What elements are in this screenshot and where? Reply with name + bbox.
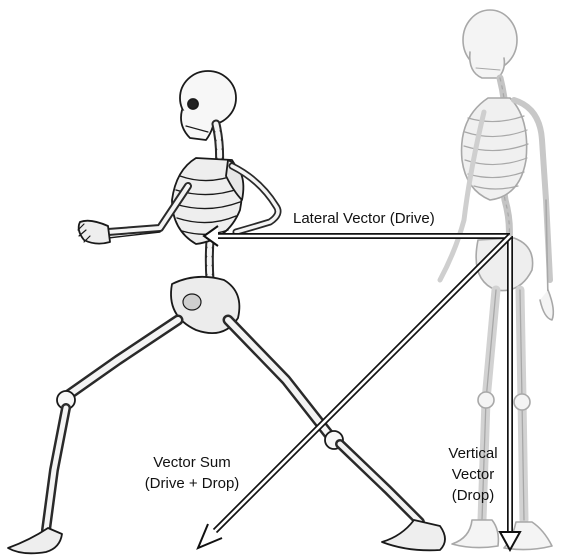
vertical-vector-label-line: Vector	[438, 464, 508, 485]
vertical-vector-label-line: (Drop)	[438, 485, 508, 506]
vector-sum-label: Vector Sum (Drive + Drop)	[122, 452, 262, 494]
vertical-vector-label: Vertical Vector (Drop)	[438, 443, 508, 506]
vector-sum-label-line: (Drive + Drop)	[122, 473, 262, 494]
vertical-vector-label-line: Vertical	[438, 443, 508, 464]
vector-sum-label-line: Vector Sum	[122, 452, 262, 473]
lateral-vector-label: Lateral Vector (Drive)	[293, 208, 435, 229]
